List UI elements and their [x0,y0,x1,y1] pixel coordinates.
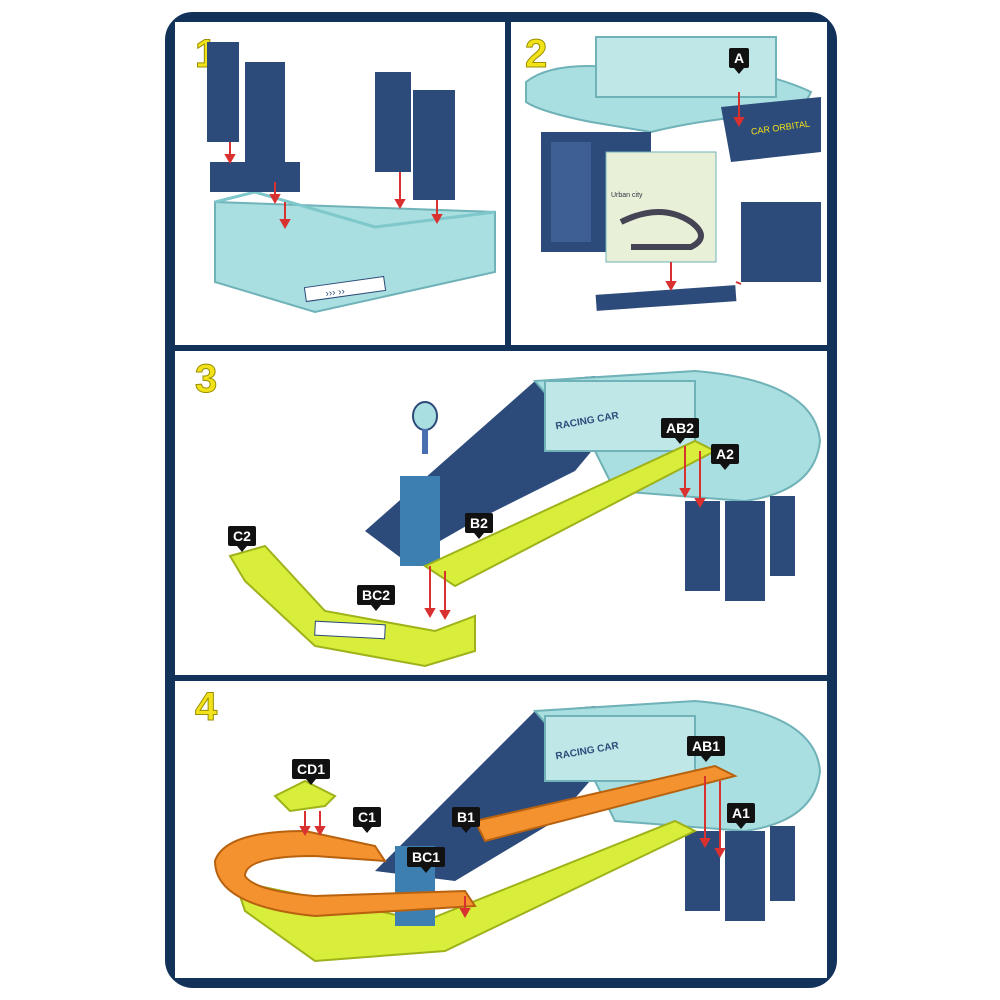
callout-C2: C2 [228,526,256,552]
step-4-panel: 4 RACING CAR AB1 A1 B1 C1 CD1 BC1 [175,681,827,978]
callout-BC1: BC1 [407,847,446,873]
step-3-illustration: RACING CAR [228,369,822,668]
callout-AB1: AB1 [687,736,726,762]
step-2-panel: 2 CAR ORBITAL Urban city A [511,22,827,345]
callout-B1: B1 [452,807,480,833]
divider-horizontal-1 [175,345,827,351]
step-4-illustration: RACING CAR [213,699,822,963]
callout-A: A [729,48,750,74]
callout-CD1: CD1 [292,759,331,785]
callout-AB2: AB2 [661,418,700,444]
step-2-illustration: CAR ORBITAL Urban city [525,36,821,311]
callout-A2: A2 [711,444,739,470]
divider-horizontal-2 [175,675,827,681]
step-1-panel: 1 ››› ›› [175,22,505,345]
step-3-panel: 3 RACING CAR AB2 A2 B2 C2 BC2 [175,351,827,675]
callout-A1: A1 [727,803,755,829]
step-1-illustration: ››› ›› [207,42,496,314]
poster-text: Urban city [611,192,643,199]
step-number: 3 [194,357,218,401]
divider-vertical-1 [505,22,511,347]
step-number: 2 [524,32,548,76]
svg-text:››› ››: ››› ›› [325,286,346,300]
callout-C1: C1 [353,807,381,833]
callout-B2: B2 [465,513,493,539]
step-number: 4 [194,685,218,729]
callout-BC2: BC2 [357,585,396,611]
